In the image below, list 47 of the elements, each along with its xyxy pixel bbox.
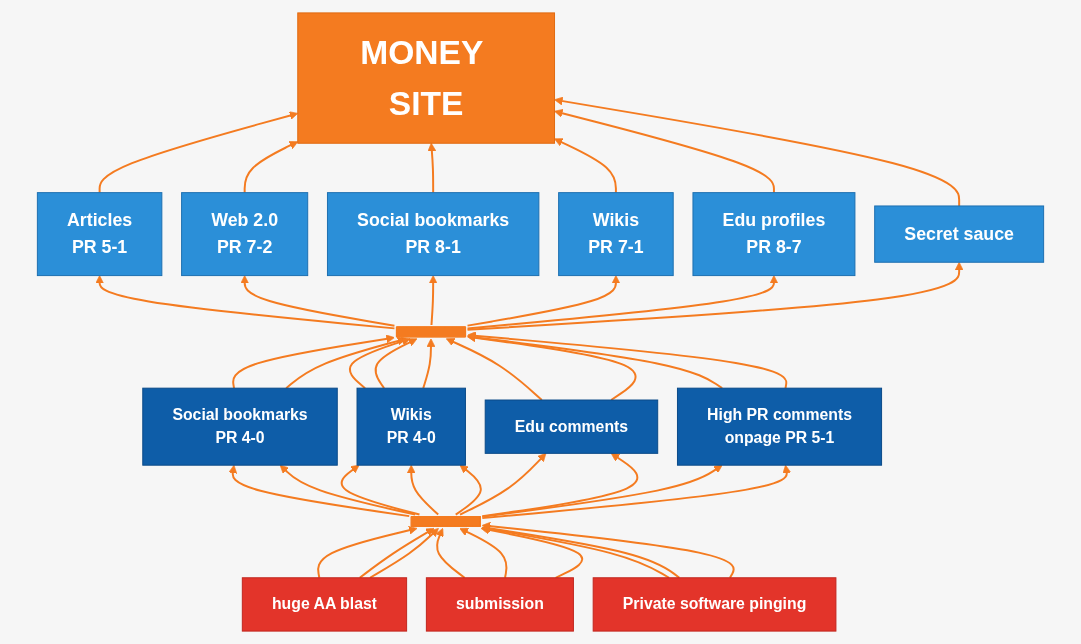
node-box: huge AA blast — [241, 577, 408, 632]
arrow — [459, 527, 508, 579]
node-box: Edu profiles PR 8-7 — [692, 192, 856, 277]
arrow — [466, 261, 964, 331]
arrow — [406, 464, 440, 516]
arrow — [422, 338, 436, 390]
arrow — [466, 275, 621, 327]
arrow — [459, 452, 547, 516]
node-box: Social bookmarks PR 8-1 — [326, 192, 540, 277]
arrow — [481, 464, 792, 520]
arrow — [279, 464, 417, 516]
arrow — [435, 528, 466, 579]
arrow — [243, 141, 299, 194]
arrow — [454, 464, 482, 516]
arrow — [428, 275, 438, 326]
node-box: Wikis PR 4-0 — [356, 387, 466, 466]
arrow — [340, 464, 421, 516]
arrow — [554, 138, 617, 194]
arrow — [466, 275, 779, 330]
node-box: High PR comments onpage PR 5-1 — [676, 387, 883, 466]
arrow — [228, 464, 411, 518]
arrow — [374, 338, 418, 390]
arrow — [95, 275, 396, 330]
arrow — [481, 464, 723, 518]
arrow — [467, 331, 788, 390]
arrow — [369, 528, 439, 579]
arrow — [98, 111, 299, 194]
node-box: Edu comments — [484, 399, 659, 454]
arrow — [240, 275, 396, 327]
arrow — [481, 521, 735, 579]
arrow — [358, 528, 435, 579]
node-box: submission — [425, 577, 574, 632]
arrow — [348, 337, 411, 390]
arrow — [317, 526, 418, 579]
arrow — [232, 334, 395, 390]
node-box: Secret sauce — [874, 205, 1045, 263]
arrow — [427, 142, 437, 194]
node-box: Articles PR 5-1 — [36, 192, 163, 277]
arrow — [554, 109, 775, 194]
node-box: Social bookmarks PR 4-0 — [142, 387, 338, 466]
node-box: Web 2.0 PR 7-2 — [181, 192, 309, 277]
node-box: Private software pinging — [592, 577, 837, 632]
arrow — [445, 338, 543, 401]
node-box: Wikis PR 7-1 — [558, 192, 674, 277]
node-box: MONEY SITE — [297, 12, 556, 144]
arrow — [481, 452, 639, 518]
arrow — [554, 96, 961, 207]
